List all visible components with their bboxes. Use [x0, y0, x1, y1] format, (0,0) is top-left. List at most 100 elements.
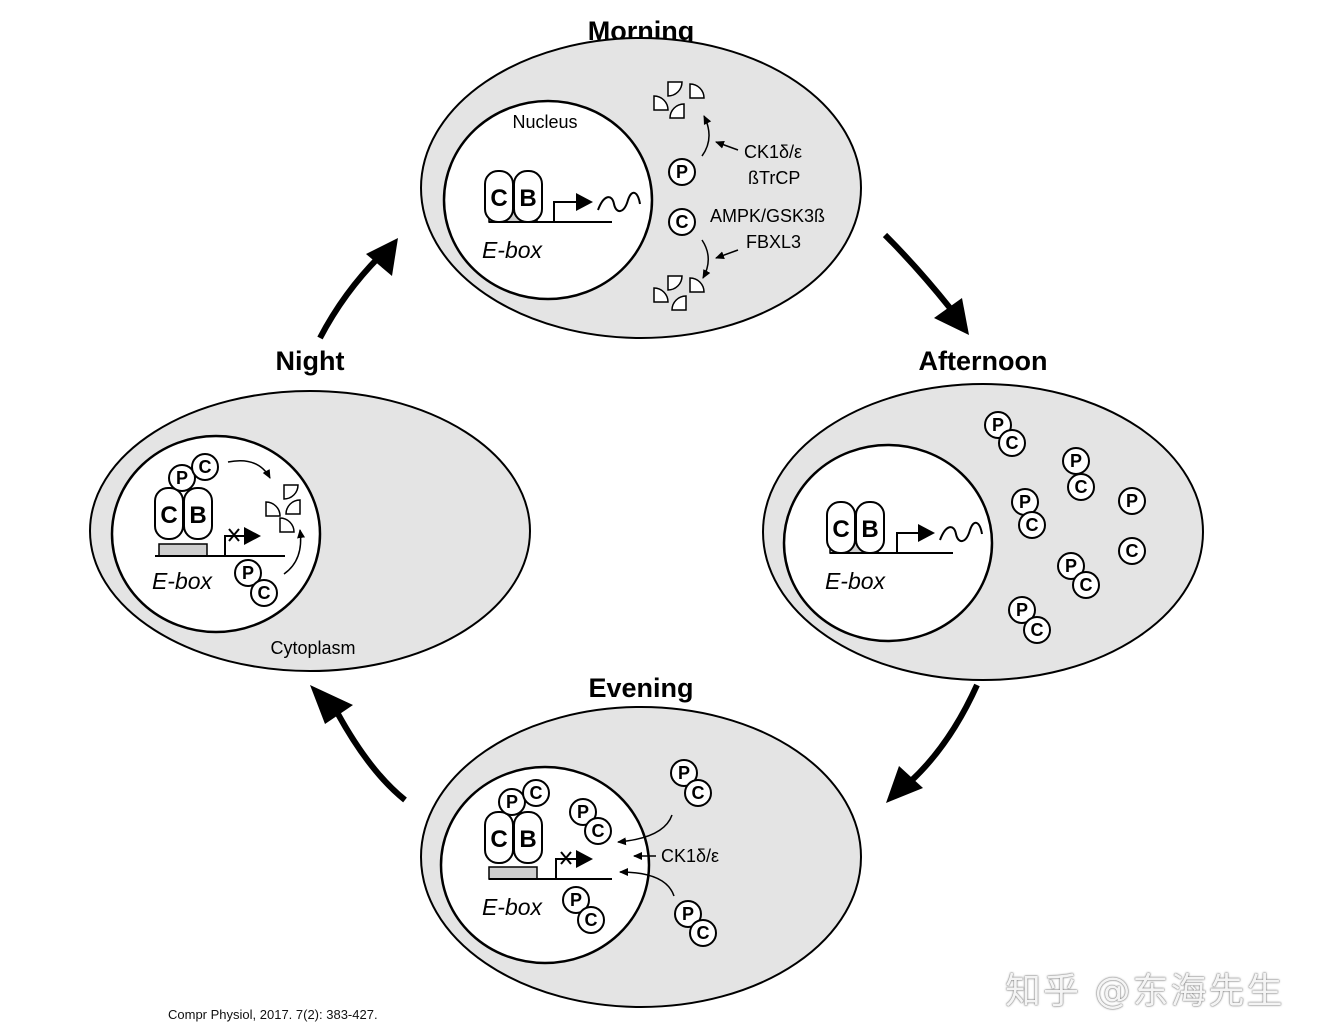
- svg-text:P: P: [570, 890, 582, 910]
- per-protein: [668, 158, 696, 186]
- cry-label: C: [676, 212, 689, 232]
- bmal-label: B: [519, 185, 536, 212]
- citation: Compr Physiol, 2017. 7(2): 383-427.: [168, 1007, 378, 1022]
- transcription-arrow: [918, 524, 935, 542]
- degradation-arrow: [283, 529, 306, 575]
- svg-text:P: P: [242, 563, 254, 583]
- clock-label: C: [490, 826, 507, 853]
- svg-text:C: C: [1075, 477, 1088, 497]
- degradation-arrow: [227, 460, 271, 479]
- svg-text:P: P: [176, 468, 188, 488]
- nucleus-label: Nucleus: [512, 112, 577, 132]
- cell-afternoon: C B E-box P C P C P C P C: [762, 383, 1204, 681]
- svg-text:P: P: [1019, 492, 1031, 512]
- nucleus: [782, 443, 994, 643]
- cycle-arrow-afternoon-to-evening: [886, 683, 980, 803]
- svg-text:C: C: [585, 910, 598, 930]
- transcription-arrow: [244, 527, 261, 545]
- cry-protein: [668, 208, 696, 236]
- e-box-label: E-box: [152, 568, 214, 594]
- cell-evening: C B P C E-box P C P C P C: [420, 706, 862, 1008]
- per-cry-complex: P C: [984, 411, 1026, 457]
- svg-text:P: P: [577, 802, 589, 822]
- cell-morning: Nucleus C B E-box P C CK1δ/ε ßTrCP AMPK/…: [420, 37, 862, 339]
- svg-text:P: P: [992, 415, 1004, 435]
- fbxl3-label: FBXL3: [746, 232, 801, 252]
- transcription-arrow: [576, 193, 593, 211]
- per-cry-complex: P C: [562, 886, 605, 934]
- ck1-label: CK1δ/ε: [661, 846, 719, 866]
- e-box-label: E-box: [482, 237, 544, 263]
- svg-text:P: P: [1126, 491, 1138, 511]
- e-box-label: E-box: [482, 894, 544, 920]
- nuclear-import-arrow: [619, 868, 675, 897]
- cell-night: Cytoplasm C B P C E-box P C: [89, 390, 531, 672]
- ampk-gsk3b-label: AMPK/GSK3ß: [710, 206, 825, 226]
- nucleus: [442, 99, 654, 301]
- svg-text:C: C: [199, 457, 212, 477]
- bmal-label: B: [189, 502, 206, 529]
- svg-text:P: P: [1016, 600, 1028, 620]
- phase-title-evening: Evening: [588, 673, 693, 703]
- per-label: P: [676, 162, 688, 182]
- btrcp-label: ßTrCP: [748, 168, 800, 188]
- degraded-protein-fragments: [653, 275, 705, 311]
- per-cry-complex: P C: [670, 759, 712, 807]
- svg-text:C: C: [1026, 515, 1039, 535]
- svg-text:C: C: [697, 923, 710, 943]
- clock-label: C: [490, 185, 507, 212]
- per-cry-complex: P C: [674, 900, 717, 947]
- phase-title-night: Night: [276, 346, 345, 376]
- svg-text:C: C: [530, 783, 543, 803]
- per-cry-complex: P C: [1057, 552, 1100, 599]
- per-protein: P: [1118, 487, 1146, 515]
- clock-label: C: [832, 516, 849, 543]
- degradation-arrow-per: [701, 115, 712, 157]
- cycle-arrow-evening-to-night: [310, 685, 407, 803]
- svg-text:P: P: [678, 763, 690, 783]
- svg-text:C: C: [1031, 620, 1044, 640]
- per-cry-complex: P C: [1011, 488, 1046, 539]
- cry-protein: C: [1118, 537, 1146, 565]
- e-box-element: [158, 543, 208, 557]
- svg-text:P: P: [1065, 556, 1077, 576]
- bmal-protein: [183, 487, 213, 540]
- svg-text:C: C: [692, 783, 705, 803]
- degradation-arrow-cry: [701, 239, 711, 279]
- bmal-protein: [513, 170, 543, 223]
- watermark: 知乎 @东海先生: [1005, 971, 1285, 1012]
- mrna-transcript: [597, 191, 641, 212]
- cytoplasm-label: Cytoplasm: [270, 638, 355, 658]
- per-cry-complex: P C: [168, 453, 219, 492]
- degraded-protein-fragments: [265, 484, 301, 533]
- degraded-protein-fragments: [653, 81, 705, 119]
- phase-title-afternoon: Afternoon: [919, 346, 1048, 376]
- bmal-protein: [513, 811, 543, 864]
- cycle-arrow-morning-to-afternoon: [882, 232, 969, 335]
- svg-text:C: C: [1126, 541, 1139, 561]
- svg-text:P: P: [1070, 451, 1082, 471]
- svg-text:P: P: [506, 792, 518, 812]
- e-box-element: [488, 866, 538, 880]
- clock-label: C: [160, 502, 177, 529]
- svg-text:C: C: [258, 583, 271, 603]
- transcription-arrow: [576, 850, 593, 868]
- ck1-label: CK1δ/ε: [744, 142, 802, 162]
- per-cry-complex: P C: [234, 559, 278, 607]
- per-cry-complex: P C: [498, 779, 550, 816]
- svg-text:C: C: [592, 821, 605, 841]
- svg-text:C: C: [1080, 575, 1093, 595]
- cycle-arrow-night-to-morning: [317, 238, 398, 340]
- transcription-blocked-mark: [228, 528, 240, 542]
- svg-text:C: C: [1006, 433, 1019, 453]
- per-cry-complex: P C: [569, 798, 612, 845]
- per-cry-complex: P C: [1008, 596, 1051, 644]
- e-box-label: E-box: [825, 568, 887, 594]
- mrna-transcript: [939, 521, 983, 542]
- nuclear-import-arrow: [617, 814, 673, 846]
- bmal-protein: [855, 501, 885, 554]
- bmal-label: B: [519, 826, 536, 853]
- svg-text:P: P: [682, 904, 694, 924]
- bmal-label: B: [861, 516, 878, 543]
